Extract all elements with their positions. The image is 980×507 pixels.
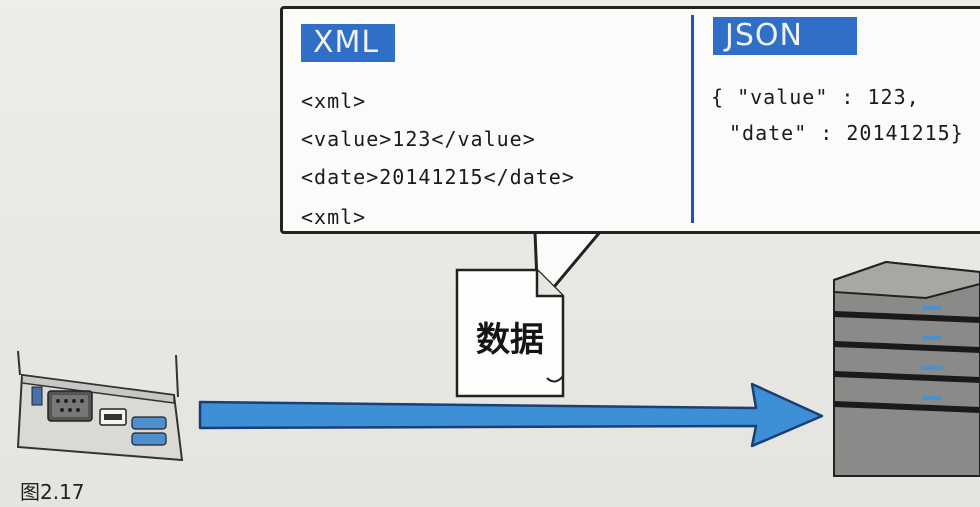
xml-format-label: XML	[301, 24, 395, 62]
json-line: "date" : 20141215}	[729, 121, 964, 145]
xml-line: <xml>	[301, 205, 367, 229]
xml-line: <date>20141215</date>	[301, 165, 575, 189]
json-format-label: JSON	[713, 17, 857, 55]
xml-line: <value>123</value>	[301, 127, 536, 151]
document-label: 数据	[476, 320, 544, 360]
device-icon	[16, 350, 184, 462]
document-icon	[455, 268, 565, 398]
xml-line: <xml>	[301, 89, 367, 113]
server-icon	[833, 260, 980, 477]
json-line: { "value" : 123,	[711, 85, 920, 109]
figure-caption: 图2.17	[20, 480, 85, 504]
transfer-arrow	[198, 382, 824, 448]
format-divider	[691, 15, 694, 223]
data-format-bubble: XML <xml> <value>123</value> <date>20141…	[280, 6, 980, 234]
